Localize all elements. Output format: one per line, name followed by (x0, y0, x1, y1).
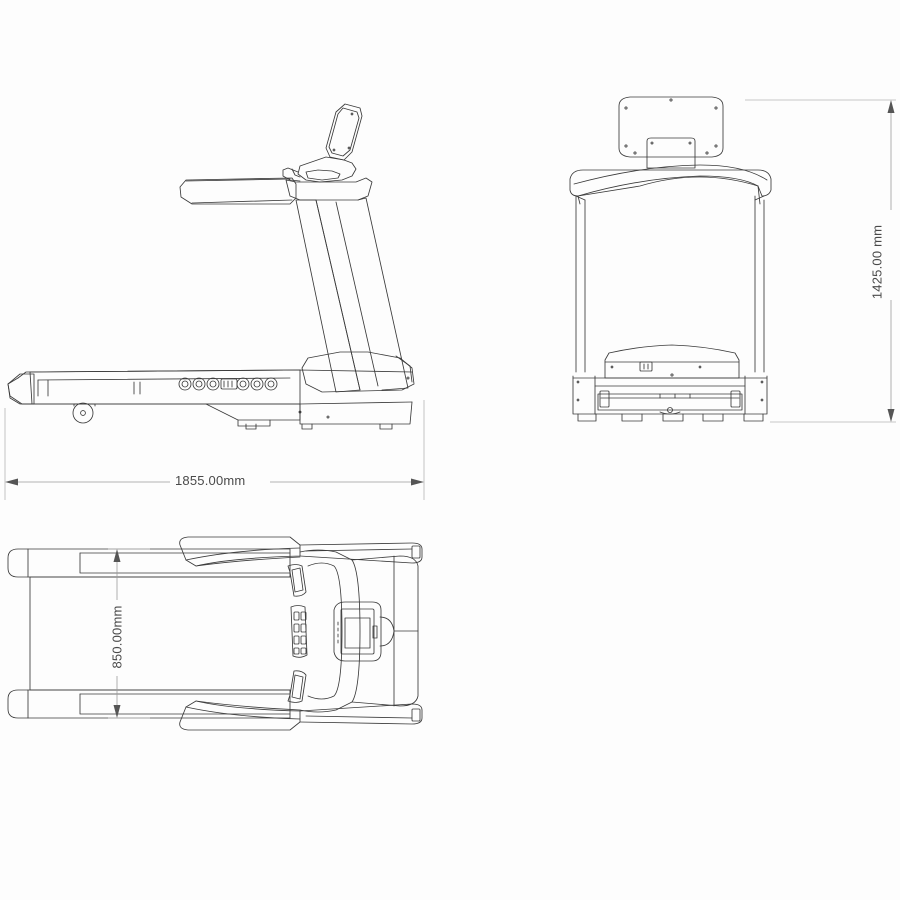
side-console-housing (282, 156, 357, 183)
front-elevation-view (569, 96, 772, 422)
side-motor-cover (301, 351, 415, 393)
side-transport-wheel (72, 402, 96, 424)
plan-view (7, 536, 423, 731)
plan-front-arm-bottom (299, 703, 423, 725)
plan-running-belt (29, 576, 291, 691)
side-console-base (285, 177, 373, 201)
plan-side-rail-top (7, 548, 291, 578)
side-rear-end-cap (7, 373, 35, 405)
plan-grip-bottom (287, 670, 307, 703)
plan-front-arm-top (299, 542, 423, 564)
side-deck-rollers (178, 377, 278, 391)
plan-side-rail-bottom (7, 689, 291, 719)
plan-front-platform (351, 555, 419, 707)
plan-console-display (333, 601, 382, 662)
front-console-neck (646, 137, 696, 169)
front-console-panel (618, 96, 724, 158)
front-uprights (575, 195, 765, 373)
plan-pulse-sensor (290, 605, 308, 658)
side-handrail (179, 177, 297, 205)
dimension-height-label: 1425.00 mm (869, 224, 885, 300)
dimension-length-label: 1855.00mm (175, 473, 246, 488)
front-feet (577, 413, 764, 422)
dimension-height (745, 99, 896, 423)
side-upright-post (295, 197, 409, 393)
side-elevation-view (7, 103, 415, 430)
dimension-length (4, 400, 425, 500)
side-base-frame (205, 401, 413, 430)
front-motor-cover (604, 344, 740, 379)
front-base-frame (572, 375, 768, 415)
dimension-width (108, 548, 150, 719)
plan-grip-top (287, 564, 307, 597)
dimension-width-label: 850.00mm (109, 605, 125, 669)
